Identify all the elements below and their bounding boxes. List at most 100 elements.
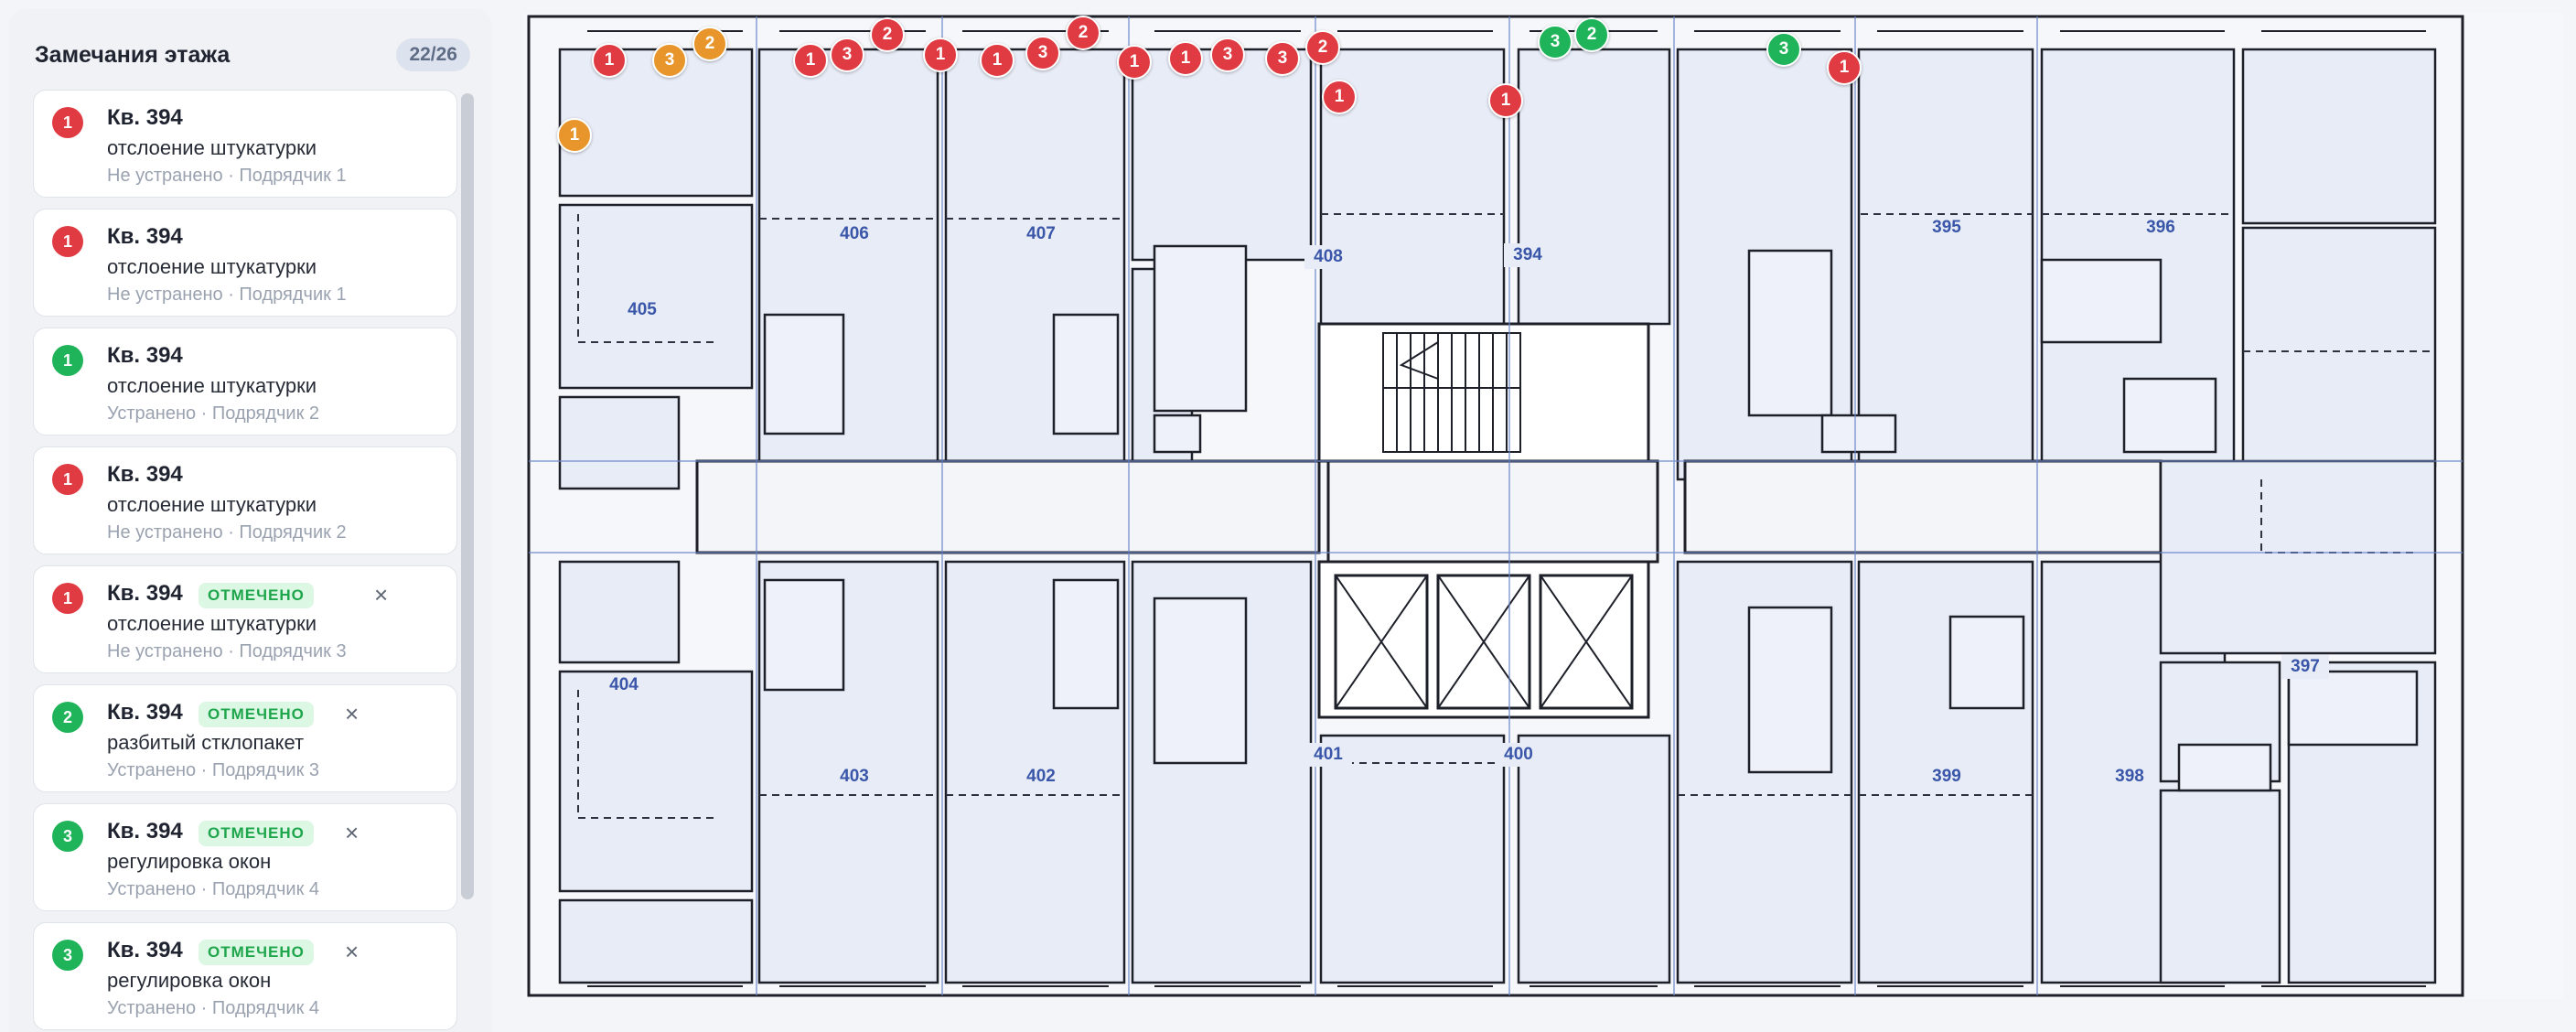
room-label-bg [1304, 743, 1352, 767]
issue-description: регулировка окон [107, 850, 272, 873]
close-icon[interactable]: × [345, 819, 360, 846]
room-label-407[interactable]: 407 [1026, 224, 1056, 243]
issue-status-meta: Не устранено · Подрядчик 3 [107, 641, 347, 661]
issue-marker[interactable]: 3 [1025, 36, 1060, 70]
room-label-bg [1923, 765, 1970, 789]
room-label-400[interactable]: 400 [1504, 745, 1533, 764]
issue-status-meta: Устранено · Подрядчик 2 [107, 403, 320, 424]
room-label-403[interactable]: 403 [840, 767, 869, 786]
room-label-bg [2106, 765, 2153, 789]
room-label-398[interactable]: 398 [2115, 767, 2144, 786]
issue-marker[interactable]: 1 [1322, 80, 1357, 114]
issue-marker[interactable]: 1 [1168, 41, 1203, 76]
issue-apartment: Кв. 394 [107, 938, 183, 962]
issue-marker[interactable]: 1 [793, 43, 828, 78]
issue-apartment: Кв. 394 [107, 462, 183, 487]
room-label-405[interactable]: 405 [628, 300, 657, 319]
issue-marker[interactable]: 3 [1538, 25, 1572, 59]
issue-status-meta: Не устранено · Подрядчик 1 [107, 285, 347, 305]
room-label-bg [831, 222, 878, 246]
issue-status-meta: Устранено · Подрядчик 3 [107, 760, 320, 780]
close-icon[interactable]: × [374, 581, 389, 608]
sidebar-title: Замечания этажа [35, 42, 231, 68]
issue-marker[interactable]: 2 [870, 17, 905, 52]
floor-plan-drawing: 405 406 407 408 394 395 396 404 403 402 401 400 399 3… [523, 13, 2563, 999]
issue-apartment: Кв. 394 [107, 700, 183, 725]
issue-number-badge: 1 [52, 107, 83, 138]
issue-description: отслоение штукатурки [107, 493, 317, 516]
issue-marker[interactable]: 2 [1305, 30, 1340, 65]
issue-marker[interactable]: 3 [1265, 41, 1300, 76]
issue-apartment: Кв. 394 [107, 819, 183, 844]
room-label-404[interactable]: 404 [609, 675, 639, 694]
room-label-bg [2137, 216, 2184, 240]
issue-number-badge: 3 [52, 821, 83, 852]
close-icon[interactable]: × [345, 700, 360, 727]
issue-apartment: Кв. 394 [107, 105, 183, 130]
room-label-396[interactable]: 396 [2146, 218, 2175, 237]
room-label-bg [2281, 655, 2329, 679]
issue-marker[interactable]: 1 [557, 118, 592, 153]
issue-number-badge: 3 [52, 940, 83, 971]
room-label-406[interactable]: 406 [840, 224, 869, 243]
issue-marker[interactable]: 1 [1827, 50, 1862, 85]
issue-marker[interactable]: 3 [652, 43, 687, 78]
room-label-399[interactable]: 399 [1932, 767, 1961, 786]
floor-plan[interactable]: 405 406 407 408 394 395 396 404 403 402 401 400 399 3… [523, 13, 2563, 999]
issue-card[interactable]: 1 Кв. 394 отслоение штукатурки Не устранено… [33, 90, 457, 198]
room-label-402[interactable]: 402 [1026, 767, 1056, 786]
issue-marker[interactable]: 2 [692, 27, 727, 61]
issue-status-meta: Не устранено · Подрядчик 2 [107, 522, 347, 543]
room-label-408[interactable]: 408 [1314, 247, 1343, 266]
issue-description: отслоение штукатурки [107, 374, 317, 397]
close-icon[interactable]: × [345, 938, 360, 965]
issue-marker[interactable]: 2 [1066, 16, 1100, 50]
issue-marker[interactable]: 1 [980, 43, 1014, 78]
room-label-bg [600, 673, 648, 697]
room-label-397[interactable]: 397 [2291, 657, 2320, 676]
issue-status-meta: Устранено · Подрядчик 4 [107, 998, 320, 1018]
issue-marker[interactable]: 2 [1574, 17, 1609, 52]
issue-marker[interactable]: 1 [1488, 83, 1523, 118]
marked-tag: ОТМЕЧЕНО [199, 821, 314, 846]
issue-description: разбитый стклопакет [107, 731, 305, 754]
room-label-395[interactable]: 395 [1932, 218, 1961, 237]
issue-marker[interactable]: 1 [1117, 45, 1152, 80]
room-label-bg [618, 298, 666, 322]
room-label-401[interactable]: 401 [1314, 745, 1343, 764]
issue-marker[interactable]: 1 [923, 38, 958, 72]
issue-number-badge: 1 [52, 464, 83, 495]
room-label-bg [1495, 743, 1542, 767]
issue-marker[interactable]: 3 [1210, 38, 1245, 72]
issue-apartment: Кв. 394 [107, 224, 183, 249]
issue-marker[interactable]: 3 [1766, 32, 1801, 67]
sidebar-header: Замечания этажа 22/26 [35, 35, 474, 77]
room-label-bg [1304, 245, 1352, 269]
issue-number-badge: 1 [52, 226, 83, 257]
issue-card[interactable]: 1 Кв. 394 отслоение штукатурки Не устранено… [33, 209, 457, 317]
issues-count-badge: 22/26 [396, 38, 470, 71]
issue-number-badge: 2 [52, 702, 83, 733]
issue-apartment: Кв. 394 [107, 581, 183, 606]
issue-description: отслоение штукатурки [107, 136, 317, 159]
issue-number-badge: 1 [52, 583, 83, 614]
issue-status-meta: Устранено · Подрядчик 4 [107, 879, 320, 899]
issue-marker[interactable]: 1 [592, 43, 627, 78]
sidebar-scrollbar[interactable] [461, 93, 474, 1032]
issue-status-meta: Не устранено · Подрядчик 1 [107, 166, 347, 186]
issue-description: отслоение штукатурки [107, 612, 317, 635]
room-label-394[interactable]: 394 [1513, 245, 1542, 264]
issue-description: регулировка окон [107, 969, 272, 992]
room-label-bg [1504, 243, 1551, 267]
issue-card[interactable]: 1 Кв. 394 отслоение штукатурки Не устранено… [33, 446, 457, 554]
room-label-bg [1017, 222, 1065, 246]
issue-description: отслоение штукатурки [107, 255, 317, 278]
scrollbar-thumb[interactable] [461, 93, 474, 899]
issue-marker[interactable]: 3 [830, 38, 864, 72]
